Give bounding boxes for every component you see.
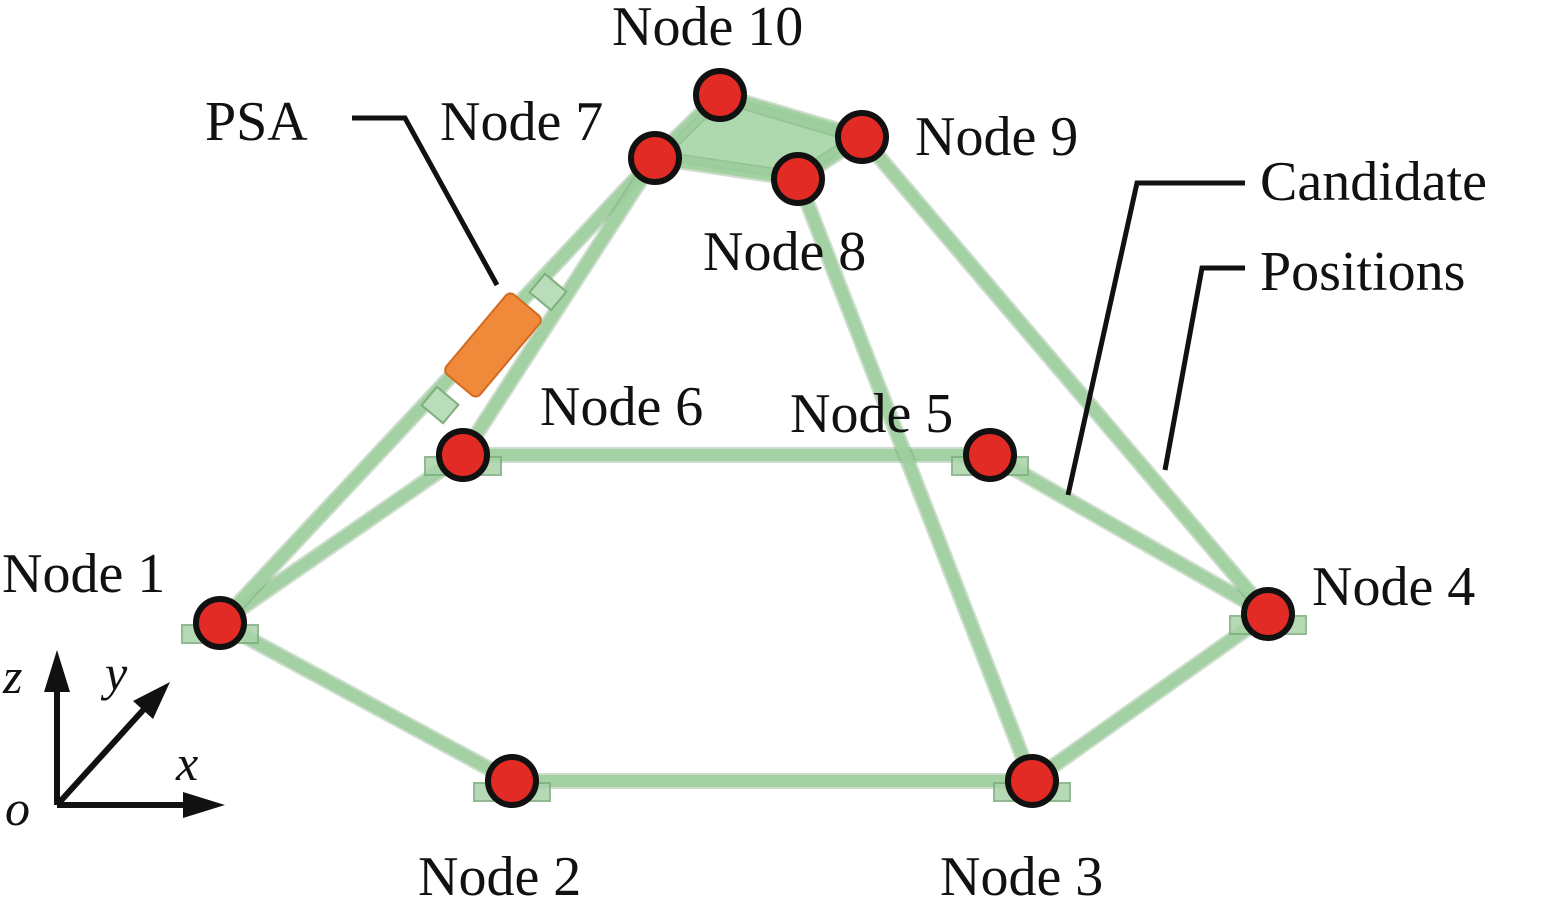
node-6-label: Node 6 — [540, 376, 703, 438]
node-4-label: Node 4 — [1312, 556, 1475, 618]
node-2-label: Node 2 — [418, 846, 581, 908]
y-arrow-icon — [133, 682, 170, 719]
member-8-3 — [792, 173, 1038, 787]
node-7-marker — [628, 131, 682, 185]
base-pads — [181, 456, 1307, 802]
node-1-marker — [193, 596, 247, 650]
member-9-4 — [856, 131, 1274, 620]
node-3-marker — [1005, 754, 1059, 808]
truss-members — [212, 87, 1276, 789]
node-5-label: Node 5 — [790, 383, 953, 445]
psa-label: PSA — [205, 91, 308, 153]
node-10-marker — [693, 68, 747, 122]
coordinate-axes: z y x o — [2, 645, 225, 836]
node-7-label: Node 7 — [440, 91, 603, 153]
nodes — [193, 68, 1295, 808]
positions-label: Positions — [1260, 241, 1465, 303]
node-2-marker — [485, 754, 539, 808]
member-4-5 — [984, 449, 1274, 620]
y-axis-label: y — [100, 645, 128, 701]
node-8-label: Node 8 — [703, 221, 866, 283]
positions-leader-line — [1162, 265, 1245, 471]
z-axis-label: z — [2, 648, 22, 704]
origin-label: o — [5, 780, 30, 836]
node-5-marker — [963, 428, 1017, 482]
node-9-label: Node 9 — [915, 106, 1078, 168]
member-6-1 — [214, 449, 469, 629]
candidate-leader-line — [1065, 180, 1245, 496]
psa-leader-line — [352, 115, 500, 287]
member-3-4 — [1026, 608, 1274, 787]
y-axis — [54, 705, 148, 808]
member-6-7 — [457, 152, 661, 461]
candidate-label: Candidate — [1260, 151, 1487, 213]
node-6-marker — [436, 428, 490, 482]
node-9-marker — [835, 110, 889, 164]
node-4-marker — [1241, 587, 1295, 641]
member-1-2 — [214, 617, 518, 787]
node-8-marker — [771, 152, 825, 206]
x-axis-label: x — [175, 735, 198, 791]
node-1-label: Node 1 — [2, 543, 165, 605]
node-3-label: Node 3 — [940, 846, 1103, 908]
node-10-label: Node 10 — [612, 0, 803, 58]
z-arrow-icon — [44, 650, 70, 692]
psa-actuator — [420, 272, 568, 425]
x-arrow-icon — [183, 792, 225, 818]
